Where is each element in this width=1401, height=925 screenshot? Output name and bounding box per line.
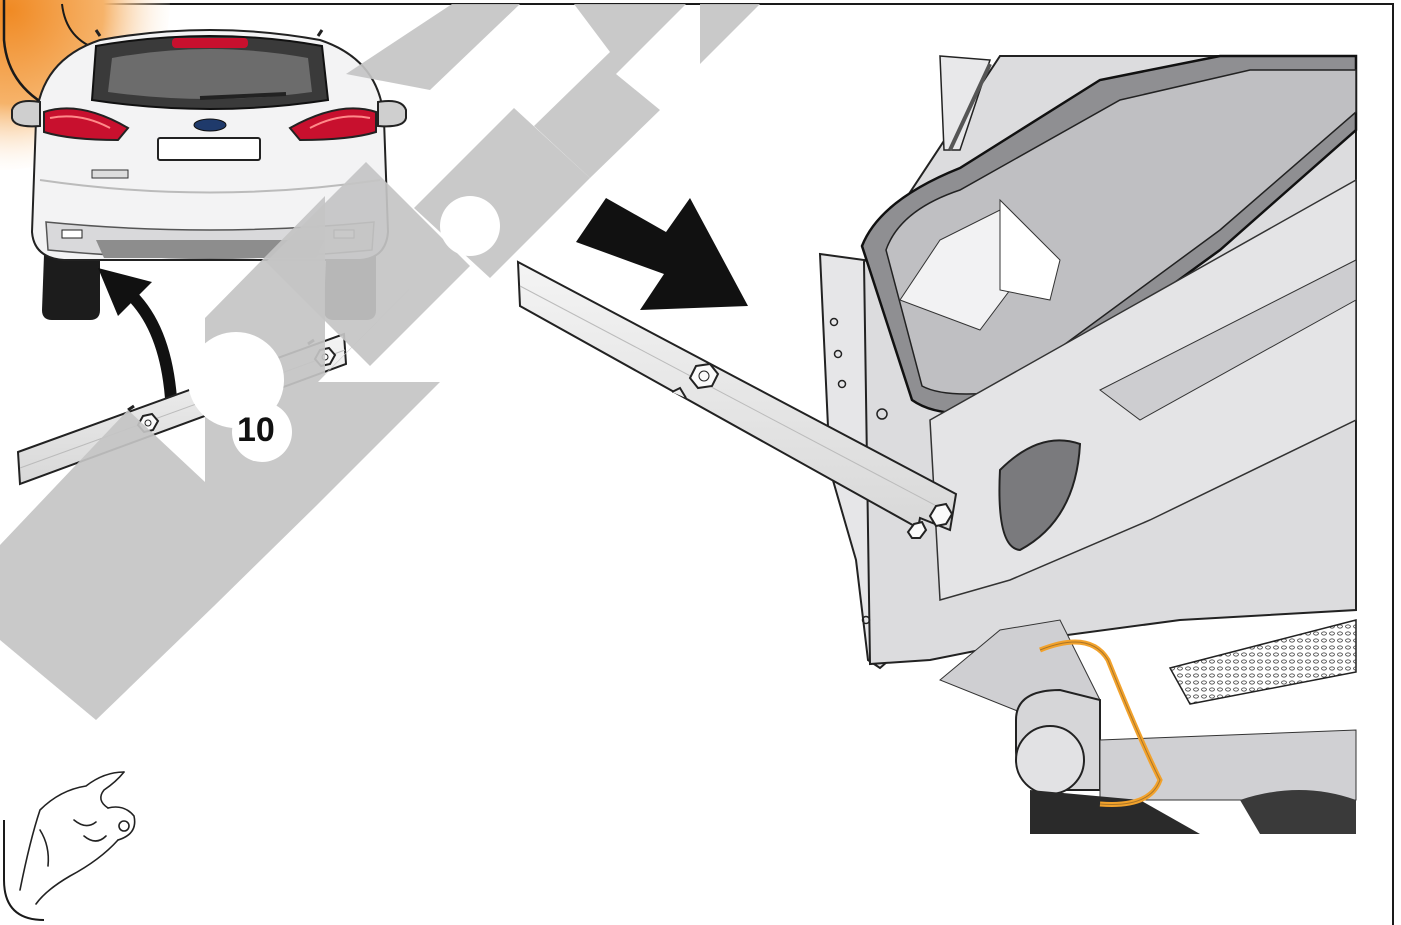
watermark-letter-hole	[232, 402, 292, 462]
hand-gesture-icon	[19, 771, 136, 905]
reinforcement-strip-large	[516, 260, 958, 539]
car-rear-view-icon	[11, 29, 407, 320]
part-number-label-overlay: 10	[237, 411, 275, 449]
insert-direction-arrow-icon	[576, 198, 748, 310]
watermark-letter-hole	[440, 196, 500, 256]
curved-arrow-icon	[98, 268, 178, 419]
vehicle-rear-detail	[818, 54, 1358, 834]
